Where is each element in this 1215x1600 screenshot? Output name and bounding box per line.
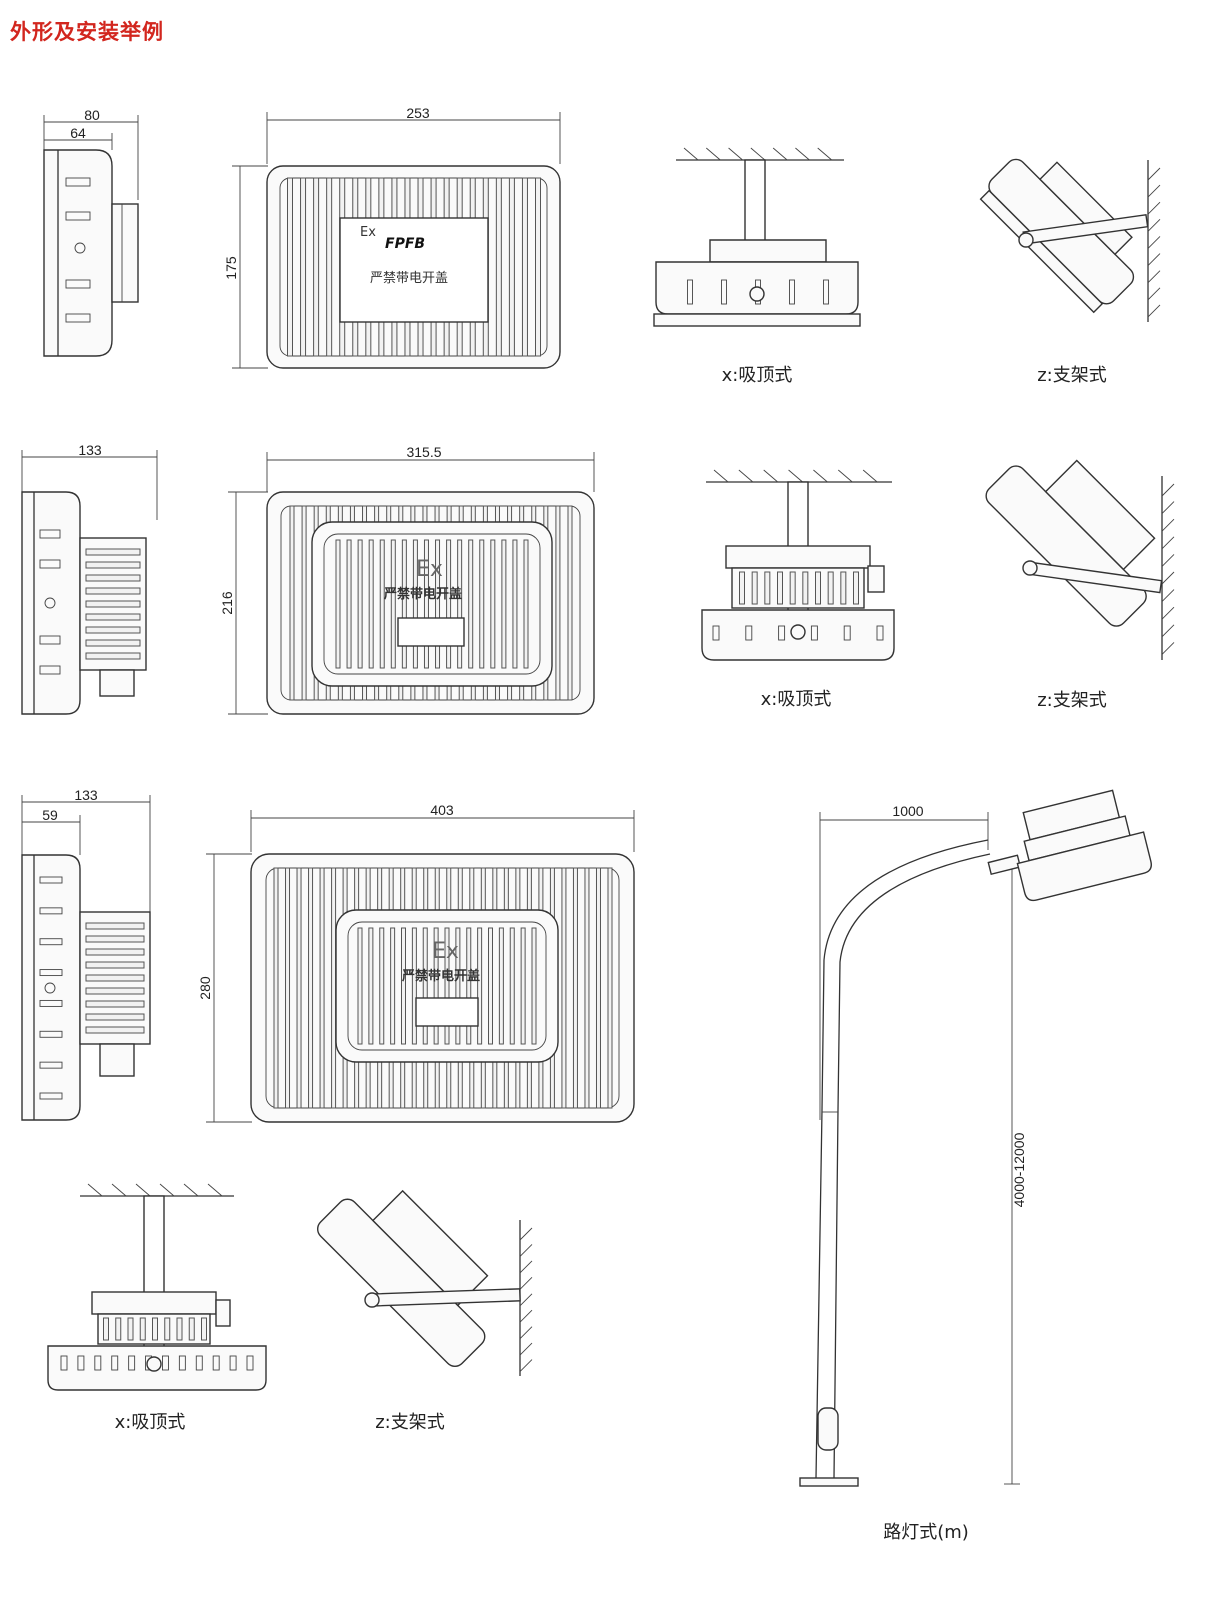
- bolt-icon: [146, 1356, 162, 1372]
- row3-bracket-caption: z:支架式: [375, 1412, 445, 1433]
- row1-plate-ex: Ex: [360, 225, 376, 240]
- row1-bracket-caption: z:支架式: [1037, 365, 1107, 386]
- row1-ceiling-caption: x:吸顶式: [722, 365, 793, 386]
- pole-caption: 路灯式(m): [883, 1522, 969, 1543]
- row3-side-dim-inner: 59: [42, 807, 58, 823]
- bolt-icon: [1018, 232, 1034, 248]
- bolt-icon: [364, 1292, 380, 1308]
- row2-plate-ex: Ex: [416, 557, 443, 582]
- row3-plate-ex: Ex: [432, 939, 459, 964]
- row2-ceiling-caption: x:吸顶式: [761, 689, 832, 710]
- bolt-icon: [1022, 560, 1038, 576]
- row2-bracket-mount: z:支架式: [985, 459, 1175, 711]
- row1-side-view: 80 64: [43, 107, 139, 357]
- row3-side-dim-overall: 133: [74, 787, 98, 803]
- bolt-icon: [790, 624, 806, 640]
- row2-front-view: 315.5 216 Ex 严禁带电开盖: [219, 444, 595, 715]
- row1-front-dim-width: 253: [406, 105, 430, 121]
- page-title: 外形及安装举例: [10, 20, 164, 44]
- row1-side-dim-inner: 64: [70, 125, 86, 141]
- row3-side-view: 133 59: [21, 787, 151, 1121]
- row2-bracket-caption: z:支架式: [1037, 690, 1107, 711]
- row3-plate-warning: 严禁带电开盖: [401, 968, 480, 984]
- row1-plate-warning: 严禁带电开盖: [370, 271, 448, 286]
- row1-front-dim-height: 175: [223, 256, 239, 280]
- row2-side-dim-overall: 133: [78, 442, 102, 458]
- row1-side-dim-overall: 80: [84, 107, 100, 123]
- row3-bracket-mount: z:支架式: [316, 1189, 533, 1433]
- pole-arm-dim: 1000: [892, 803, 923, 819]
- row3-ceiling-mount: x:吸顶式: [47, 1183, 267, 1433]
- row2-side-view: 133: [21, 442, 158, 715]
- row1-front-view: 253 175 Ex FPFB 严禁带电开盖: [223, 105, 561, 369]
- row3-ceiling-caption: x:吸顶式: [115, 1412, 186, 1433]
- row2-ceiling-mount: x:吸顶式: [701, 469, 895, 710]
- pole-height-dim: 4000-12000: [1011, 1132, 1027, 1207]
- row3-front-dim-width: 403: [430, 802, 454, 818]
- bolt-icon: [749, 286, 765, 302]
- street-pole-mount: 1000 4000-12000 路灯式(m): [799, 789, 1152, 1543]
- row3-front-view: 403 280 Ex 严禁带电开盖: [197, 802, 635, 1123]
- row2-plate-warning: 严禁带电开盖: [383, 586, 462, 602]
- row3-front-dim-height: 280: [197, 976, 213, 1000]
- row2-front-dim-height: 216: [219, 591, 235, 615]
- row1-bracket-mount: z:支架式: [979, 158, 1161, 386]
- row2-front-dim-width: 315.5: [406, 444, 441, 460]
- row1-plate-brand: FPFB: [385, 236, 425, 252]
- row1-ceiling-mount: x:吸顶式: [653, 147, 861, 386]
